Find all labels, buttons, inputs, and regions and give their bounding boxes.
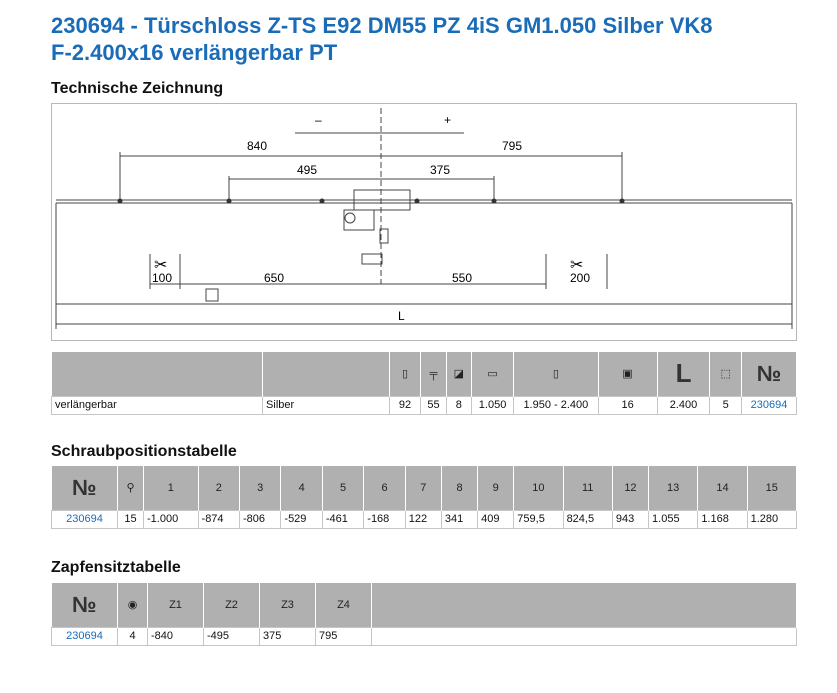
screw-header: 4 <box>280 466 323 510</box>
screw-value: 824,5 <box>562 509 613 529</box>
faceplate-icon: ▣ <box>598 352 658 396</box>
spec-table: ▯ ╤ ◪ ▭ ▯ ▣ L ⬚ № verlängerbar Silber 92… <box>50 352 797 415</box>
pin-header: Z1 <box>147 583 204 627</box>
dim-650: 650 <box>264 271 284 285</box>
screw-header: 7 <box>405 466 442 510</box>
height-icon: ▭ <box>471 352 515 396</box>
section-heading-drawing: Technische Zeichnung <box>51 80 224 97</box>
backset-icon: ▯ <box>389 352 422 396</box>
pin-value: 795 <box>315 626 372 646</box>
screw-header-no: № <box>51 466 118 510</box>
screw-header: 13 <box>648 466 699 510</box>
scissors-icon: ✂ <box>570 257 583 274</box>
screw-value: 943 <box>611 509 650 529</box>
pin-table: № ◉ Z1 Z2 Z3 Z4 230694 4 -840 -495 375 7… <box>51 583 797 646</box>
screw-value: -529 <box>280 509 323 529</box>
spec-cell: verlängerbar <box>50 395 264 415</box>
dim-375: 375 <box>430 163 450 177</box>
pin-value: -840 <box>147 626 204 646</box>
screw-header: 11 <box>563 466 613 510</box>
package-icon: ⬚ <box>709 352 743 396</box>
dim-100: 100 <box>152 271 172 285</box>
spec-cell: Silber <box>262 395 390 415</box>
length-range-icon: ▯ <box>513 352 599 396</box>
spec-cell: 1.050 <box>470 395 515 415</box>
spec-header-empty <box>51 352 264 396</box>
screw-value: -874 <box>197 509 240 529</box>
product-title: 230694 - Türschloss Z-TS E92 DM55 PZ 4iS… <box>51 12 821 66</box>
article-number-link[interactable]: 230694 <box>51 626 118 646</box>
pin-header: Z4 <box>315 583 372 627</box>
dim-795: 795 <box>502 139 522 153</box>
article-number-link[interactable]: 230694 <box>741 395 797 415</box>
distance-icon: ╤ <box>420 352 447 396</box>
screw-header: 14 <box>697 466 748 510</box>
dim-840: 840 <box>247 139 267 153</box>
screw-header: 15 <box>747 466 798 510</box>
square-spindle-icon: ◪ <box>446 352 472 396</box>
screw-value: -168 <box>363 509 406 529</box>
section-heading-pin: Zapfensitztabelle <box>51 559 181 576</box>
dim-495: 495 <box>297 163 317 177</box>
dim-550: 550 <box>452 271 472 285</box>
spec-cell: 16 <box>597 395 658 415</box>
screw-count: 15 <box>117 509 144 529</box>
screw-header: 6 <box>363 466 406 510</box>
pin-header-empty <box>371 583 797 627</box>
title-line-1: 230694 - Türschloss Z-TS E92 DM55 PZ 4iS… <box>51 13 713 38</box>
spec-cell: 2.400 <box>656 395 711 415</box>
screw-header: 3 <box>239 466 282 510</box>
spec-header-empty <box>262 352 390 396</box>
screw-value: 1.280 <box>746 509 798 529</box>
screw-table: № ⚲ 1 2 3 4 5 6 7 8 9 10 11 12 13 14 15 … <box>51 466 798 529</box>
pin-value: 375 <box>259 626 316 646</box>
title-line-2: F-2.400x16 verlängerbar PT <box>51 40 338 65</box>
spec-cell: 92 <box>388 395 422 415</box>
spec-cell: 8 <box>445 395 472 415</box>
screw-icon: ⚲ <box>117 466 144 510</box>
screw-header: 5 <box>322 466 365 510</box>
spec-cell: 1.950 - 2.400 <box>513 395 599 415</box>
screw-value: 341 <box>440 509 479 529</box>
screw-value: 1.055 <box>648 509 699 529</box>
scissors-icon: ✂ <box>154 257 167 274</box>
spec-cell: 5 <box>709 395 743 415</box>
dim-minus: – <box>315 113 322 127</box>
article-number-header: № <box>741 352 797 396</box>
section-heading-screw: Schraubpositionstabelle <box>51 443 237 460</box>
pin-count: 4 <box>117 626 148 646</box>
technical-drawing: 840 795 495 375 – + 100 650 550 200 L ✂ … <box>51 103 797 341</box>
screw-value: 409 <box>477 509 515 529</box>
screw-header: 9 <box>477 466 515 510</box>
dim-plus: + <box>444 113 451 127</box>
dim-200: 200 <box>570 271 590 285</box>
pin-header: Z2 <box>203 583 260 627</box>
pin-empty-cell <box>371 626 797 646</box>
screw-value: 122 <box>404 509 442 529</box>
screw-header: 10 <box>513 466 564 510</box>
screw-value: 759,5 <box>513 509 564 529</box>
pin-header-no: № <box>51 583 118 627</box>
screw-value: 1.168 <box>697 509 748 529</box>
screw-value: -806 <box>238 509 282 529</box>
screw-value: -1.000 <box>143 509 199 529</box>
screw-header: 12 <box>612 466 650 510</box>
length-L-header: L <box>657 352 711 396</box>
dim-L: L <box>398 309 405 323</box>
pin-value: -495 <box>203 626 260 646</box>
pin-icon: ◉ <box>117 583 148 627</box>
screw-header: 8 <box>441 466 479 510</box>
pin-header: Z3 <box>259 583 316 627</box>
spec-cell: 55 <box>420 395 447 415</box>
screw-value: -461 <box>321 509 365 529</box>
screw-header: 1 <box>143 466 199 510</box>
article-number-link[interactable]: 230694 <box>51 509 118 529</box>
screw-header: 2 <box>198 466 240 510</box>
